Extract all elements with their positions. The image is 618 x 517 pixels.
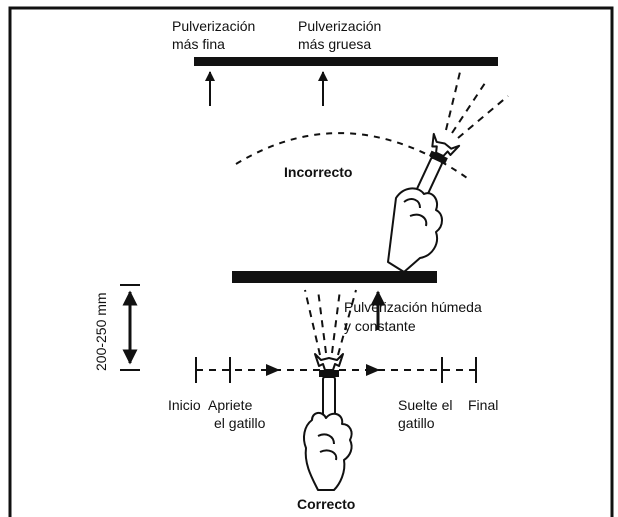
label-start: Inicio [168, 397, 201, 413]
spray-cone-vertical [304, 289, 357, 356]
label-coarser-spray-line1: Pulverización [298, 18, 381, 34]
label-coarser-spray-line2: más gruesa [298, 36, 371, 52]
spray-cone-tilted [445, 71, 509, 139]
surface-bar-top [194, 57, 498, 66]
label-correct: Correcto [297, 496, 355, 512]
hand-vertical [303, 412, 353, 491]
label-distance: 200-250 mm [93, 292, 109, 371]
label-finer-spray-line1: Pulverización [172, 18, 255, 34]
stroke-path [195, 357, 477, 383]
incorrect-arc-path [235, 132, 471, 181]
label-wet-spray-line1: Pulverización húmeda [344, 299, 482, 315]
diagram-frame [8, 6, 614, 517]
label-end: Final [468, 397, 498, 413]
label-release-trigger-line1: Suelte el [398, 397, 452, 413]
surface-bar-bottom [232, 271, 437, 283]
hand-tilted [387, 187, 443, 273]
label-release-trigger-line2: gatillo [398, 415, 435, 431]
label-wet-spray-line2: y constante [344, 318, 416, 334]
label-squeeze-trigger-line1: Apriete [208, 397, 253, 413]
label-incorrect: Incorrecto [284, 164, 352, 180]
label-finer-spray-line2: más fina [172, 36, 225, 52]
label-squeeze-trigger-line2: el gatillo [214, 415, 266, 431]
